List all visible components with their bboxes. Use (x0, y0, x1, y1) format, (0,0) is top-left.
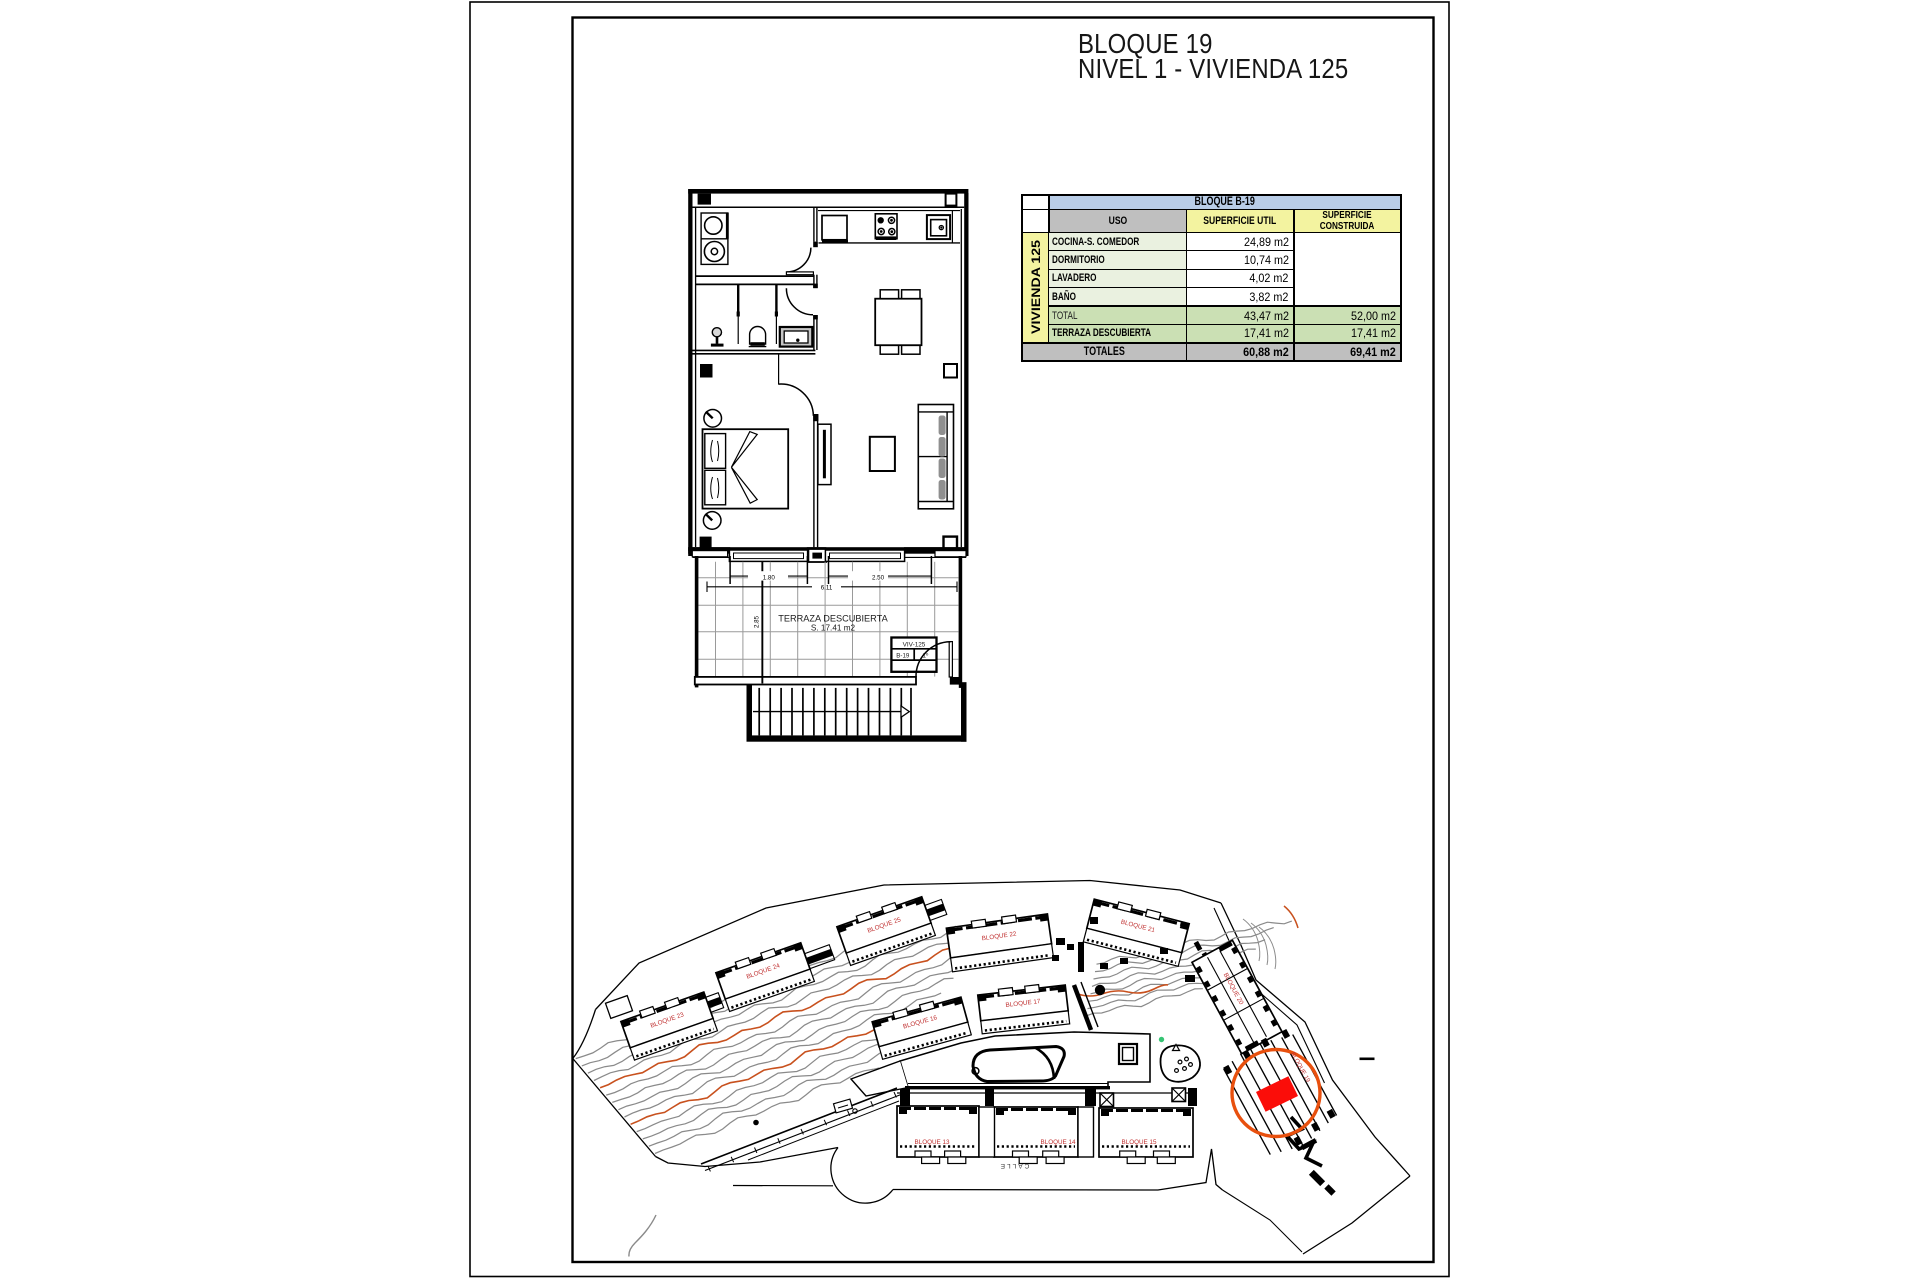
svg-text:TERRAZA DESCUBIERTA: TERRAZA DESCUBIERTA (778, 614, 888, 624)
svg-text:2.50: 2.50 (872, 574, 885, 581)
svg-text:B-19: B-19 (896, 653, 910, 660)
svg-text:VIV-125: VIV-125 (903, 641, 926, 648)
svg-text:2.85: 2.85 (754, 615, 761, 628)
svg-text:BLOQUE 22: BLOQUE 22 (981, 931, 1017, 943)
svg-text:BLOQUE 14: BLOQUE 14 (1041, 1139, 1076, 1146)
svg-text:BLOQUE 13: BLOQUE 13 (915, 1139, 950, 1146)
svg-text:S. 17.41 m2: S. 17.41 m2 (811, 624, 856, 633)
svg-text:BLOQUE 15: BLOQUE 15 (1122, 1139, 1157, 1146)
svg-text:CALLE: CALLE (999, 1162, 1030, 1169)
svg-text:6.11: 6.11 (821, 585, 833, 592)
svg-text:BLOQUE 17: BLOQUE 17 (1005, 998, 1041, 1009)
svg-text:1.80: 1.80 (763, 574, 776, 581)
svg-text:1º: 1º (923, 653, 929, 660)
